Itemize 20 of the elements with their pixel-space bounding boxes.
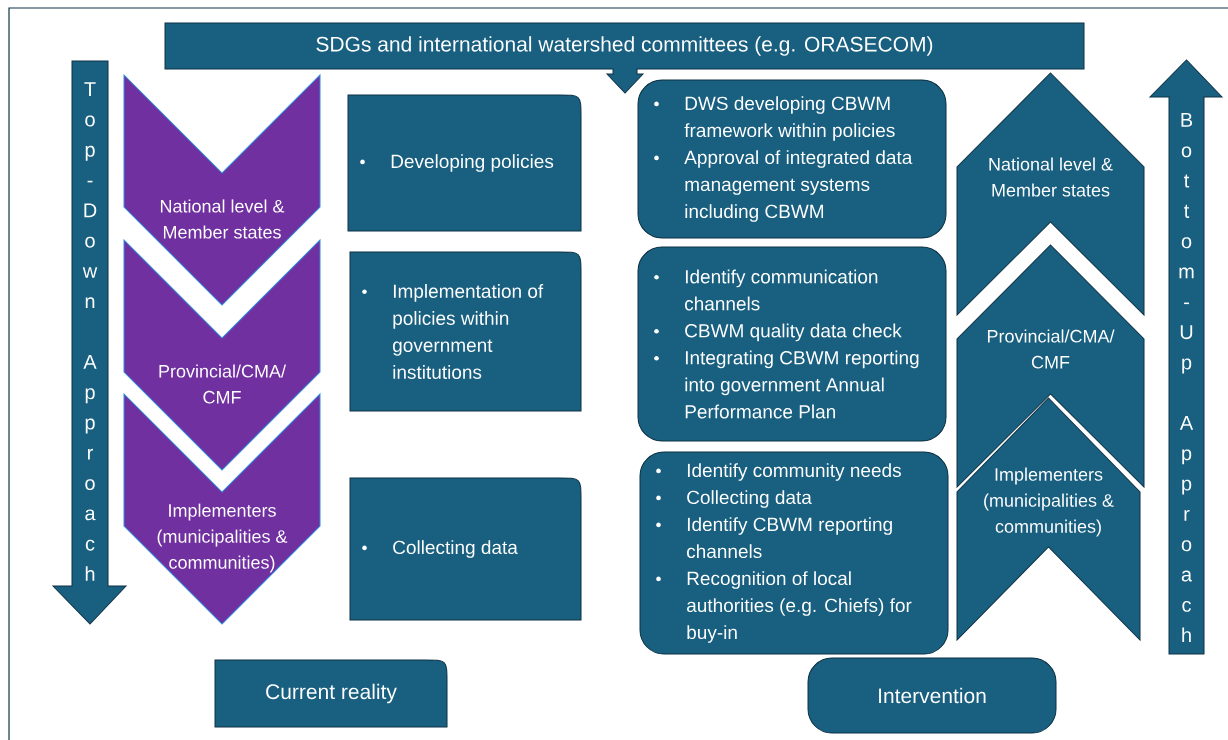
bullet-item: Identify CBWM reporting channels [656,517,892,559]
text-box [639,451,949,655]
text-box: Intervention [807,657,1057,734]
bullet-item: Collecting data [362,540,518,558]
text-box [347,94,582,232]
bullet-item: Collecting data [656,490,812,508]
bullet-item: Integrating CBWM reporting into government Annual Performance Plan [654,350,919,419]
bullet-item: DWS developing CBWM framework within policies [654,96,895,141]
text-box [637,246,947,442]
bullet-item: Identify community needs [656,463,901,481]
bullet-item: Implementation of policies within government institutions [362,284,544,379]
text-box: Current reality [214,659,448,728]
text-box [349,477,582,621]
bullet-item: Identify communication channels [654,269,878,311]
bullet-item: Recognition of local authorities (e.g. Chiefs) for buy-in [656,571,912,643]
bullet-item: CBWM quality data check [654,323,902,342]
text-box [349,251,582,412]
text-box [637,79,947,239]
bullet-item: Approval of integrated data management systems including CBWM [654,150,913,222]
bullet-item: Developing policies [360,154,554,172]
